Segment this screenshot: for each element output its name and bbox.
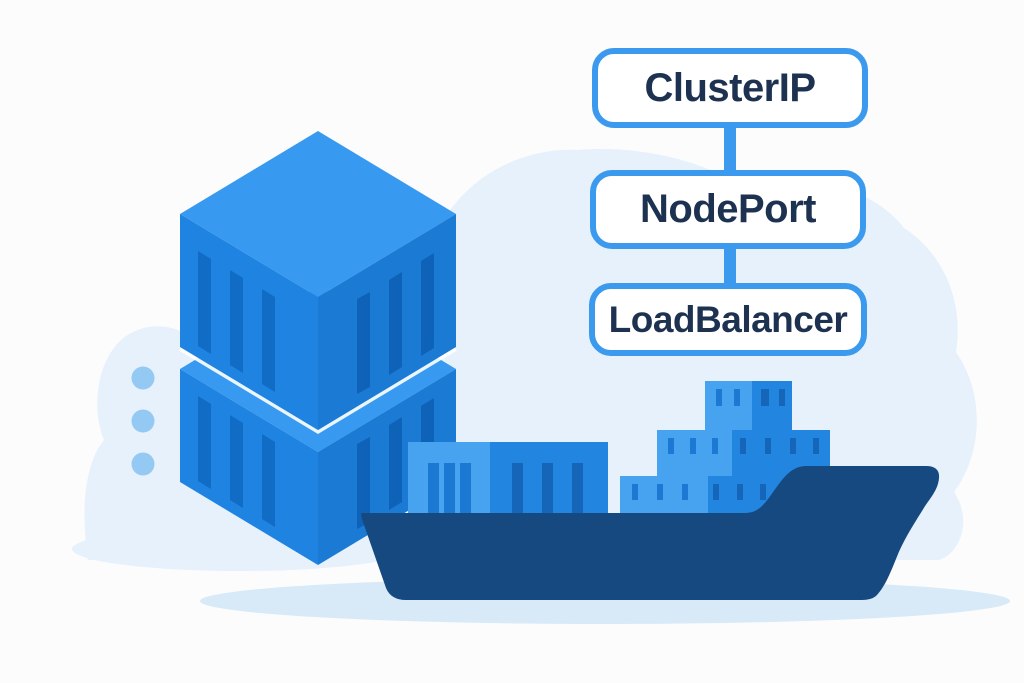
node-port-label: NodePort: [640, 187, 817, 231]
cluster-ip-label: ClusterIP: [644, 65, 816, 110]
container-stack: [179, 131, 457, 565]
cargo-ship: [361, 381, 940, 600]
ship-hull: [361, 466, 940, 600]
dot: [131, 366, 155, 390]
connector-line: [724, 243, 736, 289]
dot: [131, 452, 155, 476]
node-port-box: NodePort: [590, 170, 866, 249]
cluster-ip-box: ClusterIP: [592, 48, 868, 128]
load-balancer-label: LoadBalancer: [608, 298, 848, 340]
top-container: [180, 131, 456, 430]
connector-line: [724, 120, 736, 176]
load-balancer-box: LoadBalancer: [589, 283, 867, 356]
ellipsis-dots: [131, 366, 155, 476]
dot: [131, 409, 155, 433]
deck-containers: [408, 442, 608, 513]
